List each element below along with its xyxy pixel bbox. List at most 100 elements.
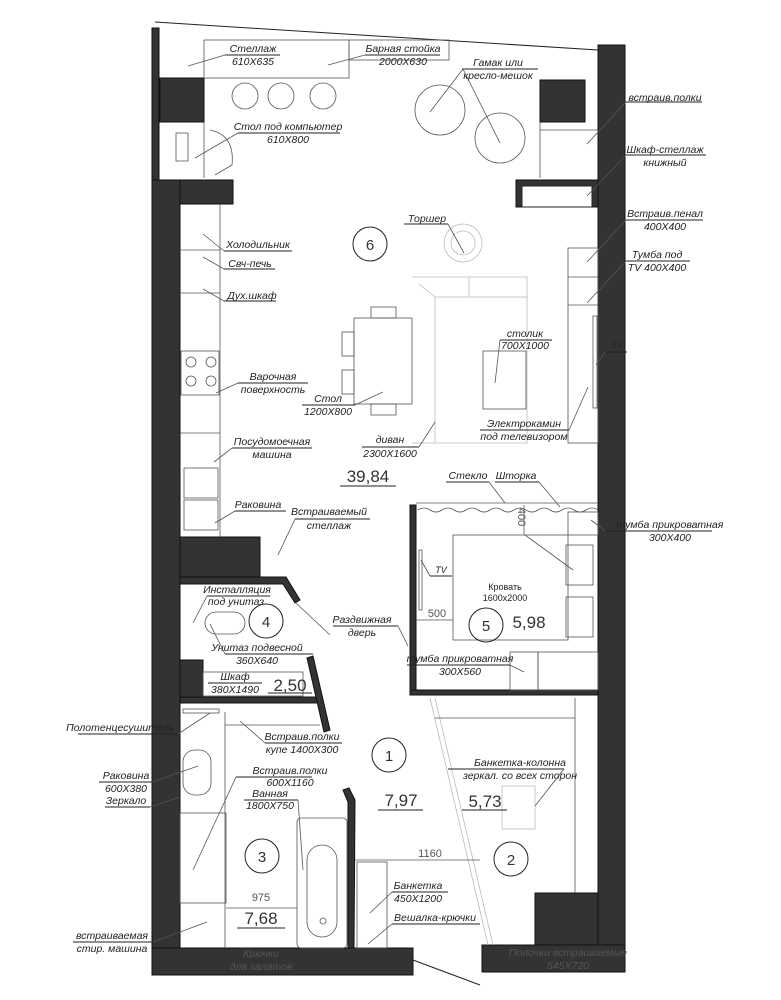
tv-wall-unit (567, 247, 599, 444)
label-wardrobe: Шкаф (220, 671, 249, 683)
label-hammock: Гамак или (473, 57, 523, 69)
room-5-area: 5,98 (512, 613, 545, 632)
label-bath-sink: Раковина (103, 770, 150, 782)
room-3-area: 7,68 (244, 909, 277, 928)
room-2-number: 2 (507, 852, 515, 869)
nightstand (509, 651, 539, 691)
towel-dryer (182, 708, 220, 714)
column (159, 77, 205, 123)
wall (151, 179, 181, 961)
drain-icon (319, 917, 327, 925)
label-microwave: Свч-печь (228, 258, 271, 270)
bath-sink (182, 749, 212, 796)
hob (180, 350, 220, 396)
label-tv-stand-size: TV 400X400 (628, 262, 687, 274)
label-bookcase: Шкаф-стеллаж (626, 144, 704, 156)
label-toilet: Унитаз подвесной (210, 642, 303, 654)
label-builtin-rack: Встраиваемый (291, 506, 367, 518)
room-3-number: 3 (258, 849, 266, 866)
label-coffee-table: столик (507, 328, 544, 340)
office-chair (209, 129, 233, 176)
bed (452, 534, 569, 641)
bar-counter-outline (348, 39, 450, 61)
label-oven: Дух.шкаф (226, 290, 276, 302)
chair (341, 369, 355, 395)
label-tv-stand: Тумба под (632, 249, 683, 261)
pillow (565, 544, 594, 586)
toilet (204, 611, 246, 635)
computer-icon (175, 132, 189, 162)
label-sofa-size: 2300X1600 (362, 448, 417, 460)
label-computer-desk-size: 610X800 (267, 134, 309, 146)
label-hob-2: поверхность (241, 384, 306, 396)
bath-shelves (179, 812, 227, 904)
wall (409, 689, 599, 696)
label-hob: Варочная (250, 371, 297, 383)
room-3-marker (244, 838, 280, 874)
floor-lamp (443, 223, 483, 263)
bathtub-inner (306, 844, 338, 938)
label-bar-counter: Барная стойка (365, 43, 440, 55)
label-computer-desk: Стол под компьютер (234, 121, 343, 133)
room-markers: 6 39,84 5 5,98 4 2,50 3 7,68 2 5,73 1 7,… (237, 226, 546, 929)
label-builtin-shelves: встраив.полки (628, 92, 701, 104)
wall (151, 27, 160, 181)
sofa-back (418, 283, 527, 298)
room-2-marker (493, 841, 529, 877)
curtain (417, 507, 599, 513)
label-builtin-shelves-bottom: Полочки встраиваемые (509, 947, 627, 959)
label-builtin-cabinet-size: 400X400 (644, 221, 686, 233)
entrance-door-line (412, 959, 481, 986)
wall (179, 659, 204, 698)
label-wardrobe-size: 380X1490 (211, 684, 259, 696)
burner-icon (185, 356, 197, 368)
walls (151, 21, 626, 986)
label-dishwasher: Посудомоечная (234, 436, 311, 448)
dim-1160: 1160 (418, 848, 442, 860)
label-table-size: 1200X800 (304, 406, 352, 418)
wardrobe (202, 671, 304, 697)
room-4-number: 4 (262, 614, 270, 631)
label-mirror: Зеркало (106, 795, 147, 807)
wall (179, 696, 321, 704)
label-builtin-cabinet: Встраив.пенал (627, 208, 703, 220)
label-coupe-shelves: Встраив.полки (265, 731, 340, 743)
nightstand (567, 511, 599, 536)
label-shelving-size: 610X635 (232, 56, 274, 68)
label-hanger: Вешалка-крючки (394, 912, 476, 924)
sink-bowl (183, 467, 219, 499)
label-nightstand-2: тумба прикроватная (407, 653, 514, 665)
label-bathtub-size: 1800X750 (246, 800, 294, 812)
label-sliding-door-2: дверь (348, 627, 376, 639)
label-fridge: Холодильник (225, 239, 291, 251)
room-6-area: 39,84 (347, 467, 390, 486)
sliding-mirror-door (434, 697, 494, 946)
dim-500: 500 (428, 608, 446, 620)
wall (481, 944, 626, 973)
label-bathtub: Ванная (252, 788, 288, 800)
label-bed-size: 1600x2000 (483, 593, 528, 603)
label-washer: встраиваемая (76, 930, 148, 942)
wall (342, 787, 356, 949)
label-towel-dryer: Полотенцесушитель (66, 722, 174, 734)
label-robe-hooks: Крючки (243, 948, 279, 960)
chair (370, 306, 397, 319)
label-nightstand-1: тумба прикроватная (617, 519, 724, 531)
chair (370, 403, 397, 416)
annotations: Стеллаж 610X635 Барная стойка 2000X630 Г… (66, 43, 724, 973)
room-2-area: 5,73 (468, 792, 501, 811)
room-6-number: 6 (366, 237, 374, 254)
room-4-marker (248, 603, 284, 639)
wardrobe-niche (537, 651, 599, 691)
burner-icon (185, 375, 197, 387)
label-sliding-door: Раздвижная (333, 614, 392, 626)
label-column-bench-2: зеркал. со всех сторон (462, 770, 577, 782)
hammock (414, 84, 466, 136)
floor-lamp (450, 230, 476, 256)
sliding-door-leaf (306, 655, 331, 733)
balcony-glazing-line (154, 21, 599, 51)
wall (151, 947, 414, 976)
sofa (412, 276, 528, 444)
label-kitchen-sink: Раковина (235, 499, 282, 511)
label-fireplace: Электрокамин (487, 418, 561, 430)
